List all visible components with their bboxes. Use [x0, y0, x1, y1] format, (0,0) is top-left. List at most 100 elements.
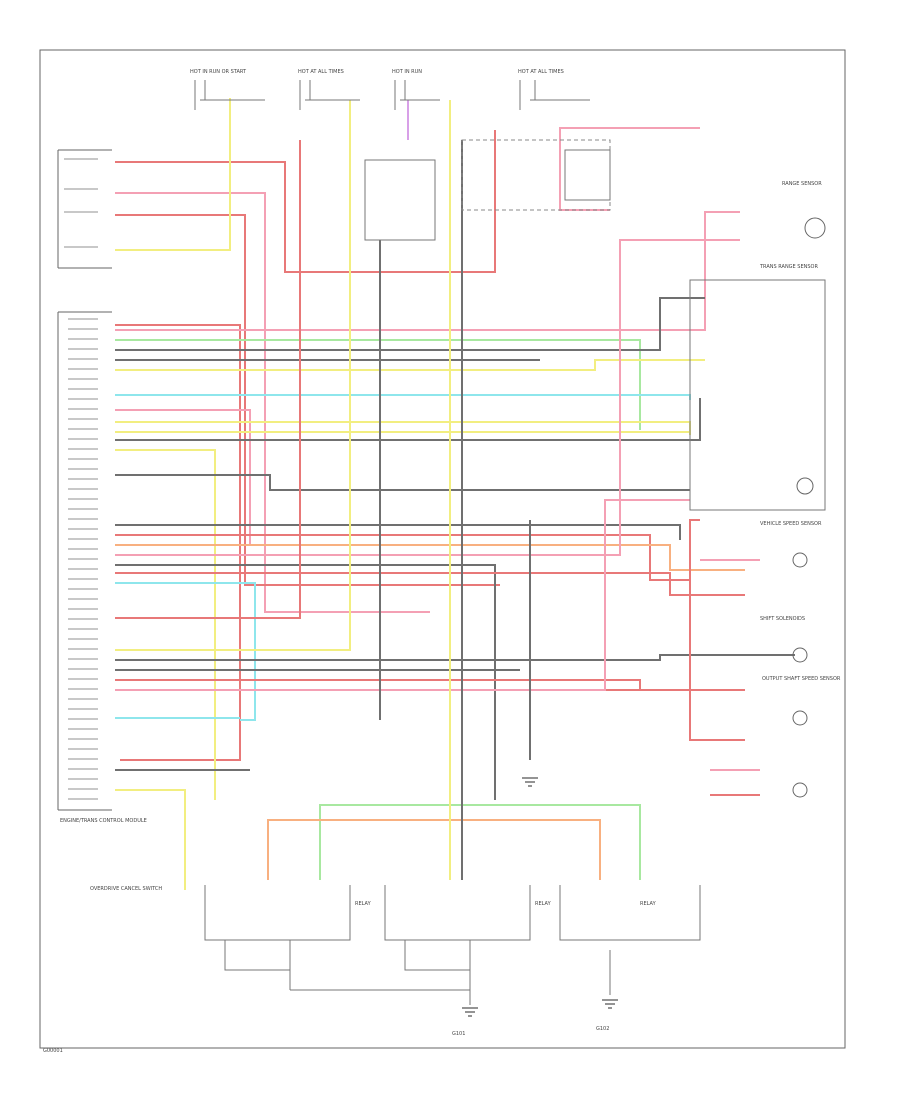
- pin-label-mark: [68, 358, 98, 360]
- top-label-4: HOT AT ALL TIMES: [518, 69, 564, 75]
- pin-label-mark: [68, 478, 98, 480]
- right-label-4: SHIFT SOLENOIDS: [760, 616, 805, 622]
- pin-label-mark: [68, 688, 98, 690]
- pin-label-mark: [68, 568, 98, 570]
- bottom-label-2: RELAY: [355, 901, 372, 907]
- bottom-label-4: RELAY: [640, 901, 657, 907]
- pin-label-mark: [68, 528, 98, 530]
- feed-4: [519, 80, 590, 110]
- relay-box-top: [364, 159, 436, 241]
- pin-label-mark: [68, 508, 98, 510]
- wire-5: [115, 324, 241, 761]
- wire-35: [267, 819, 601, 880]
- wire-16: [115, 449, 216, 800]
- wire-17: [115, 474, 690, 491]
- wire-4: [115, 98, 231, 251]
- ground-label-2: G102: [596, 1026, 609, 1032]
- pin-label-mark: [68, 418, 98, 420]
- pin-label-mark: [68, 758, 98, 760]
- relay-bracket-1: [204, 885, 351, 941]
- pin-label-mark: [68, 348, 98, 350]
- pin-label-mark: [68, 648, 98, 650]
- module-pin-labels: [64, 158, 98, 800]
- relay-ground-link-2: [404, 940, 471, 990]
- wire-39: [559, 127, 700, 211]
- pin-label-mark: [64, 158, 98, 160]
- pin-label-mark: [68, 328, 98, 330]
- wire-26: [115, 100, 351, 651]
- speed-sensor-connector: [804, 217, 826, 239]
- right-label-3: VEHICLE SPEED SENSOR: [760, 521, 822, 527]
- pin-label-mark: [68, 788, 98, 790]
- wire-21: [115, 239, 740, 556]
- pin-label-mark: [68, 378, 98, 380]
- feed-3: [394, 80, 440, 110]
- pin-label-mark: [68, 708, 98, 710]
- pin-label-mark: [68, 668, 98, 670]
- module-connector-bracket: [57, 149, 112, 811]
- wire-6: [115, 211, 740, 331]
- pin-label-mark: [68, 598, 98, 600]
- pin-label-mark: [64, 211, 98, 213]
- feed-1: [194, 80, 265, 110]
- pin-label-mark: [68, 638, 98, 640]
- solenoid-connector-c: [792, 710, 808, 726]
- wire-24: [115, 582, 256, 721]
- wire-25: [115, 140, 301, 619]
- pin-label-mark: [68, 428, 98, 430]
- pin-label-mark: [68, 678, 98, 680]
- pin-label-mark: [68, 698, 98, 700]
- pin-label-mark: [68, 318, 98, 320]
- pin-label-mark: [68, 538, 98, 540]
- wire-34: [319, 804, 641, 880]
- ground-label-1: G101: [452, 1031, 465, 1037]
- wire-38: [689, 519, 745, 741]
- wire-8: [115, 297, 705, 351]
- pin-label-mark: [68, 608, 98, 610]
- pin-label-mark: [68, 338, 98, 340]
- right-label-5: OUTPUT SHAFT SPEED SENSOR: [762, 676, 841, 682]
- ground-g101: [462, 1007, 478, 1017]
- ground-bus: [290, 989, 471, 1005]
- module-label: ENGINE/TRANS CONTROL MODULE: [60, 818, 147, 824]
- wire-33: [115, 789, 186, 890]
- solenoid-connector-d: [792, 782, 808, 798]
- pin-label-mark: [68, 578, 98, 580]
- wire-27: [115, 654, 795, 661]
- trans-range-sensor: [689, 279, 826, 511]
- pin-label-mark: [68, 738, 98, 740]
- wire-3: [115, 214, 500, 586]
- pin-label-mark: [68, 438, 98, 440]
- wire-13: [115, 421, 691, 435]
- pin-label-mark: [68, 398, 98, 400]
- pin-label-mark: [68, 728, 98, 730]
- wire-layer: [115, 98, 795, 890]
- pin-label-mark: [68, 518, 98, 520]
- wire-22: [115, 564, 496, 800]
- pin-label-mark: [68, 408, 98, 410]
- diagram-frame: [39, 49, 846, 1049]
- pin-label-mark: [68, 798, 98, 800]
- output-sensor-connector: [796, 477, 814, 495]
- top-label-3: HOT IN RUN: [392, 69, 422, 75]
- footer-code: G00001: [43, 1048, 63, 1054]
- pin-label-mark: [68, 468, 98, 470]
- pin-label-mark: [68, 658, 98, 660]
- solenoid-connector-b: [792, 647, 808, 663]
- bottom-label-3: RELAY: [535, 901, 552, 907]
- pin-label-mark: [64, 188, 98, 190]
- wire-18: [115, 524, 681, 540]
- feed-2: [299, 80, 360, 110]
- wire-23: [115, 572, 745, 596]
- pin-label-mark: [68, 778, 98, 780]
- relay-bracket-3: [559, 885, 701, 941]
- solenoid-connector-a: [792, 552, 808, 568]
- wire-20: [115, 544, 745, 571]
- right-label-2: TRANS RANGE SENSOR: [759, 264, 818, 270]
- pin-label-mark: [68, 388, 98, 390]
- pin-label-mark: [68, 628, 98, 630]
- pin-label-mark: [68, 618, 98, 620]
- relay-inner: [564, 149, 611, 201]
- pin-label-mark: [68, 498, 98, 500]
